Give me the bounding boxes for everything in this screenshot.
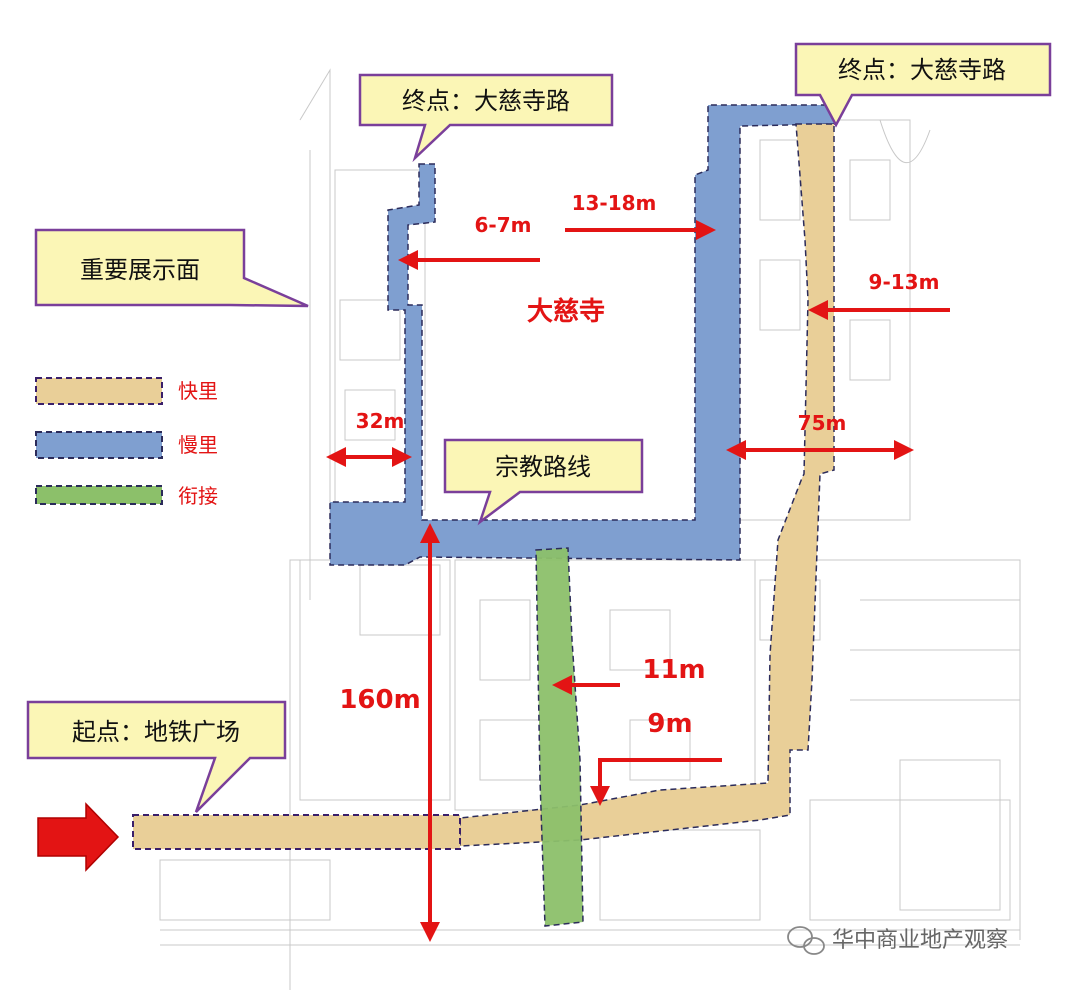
callout-important-face-text: 重要展示面 [80, 256, 200, 284]
callout-religious-route: 宗教路线 [443, 438, 644, 526]
dim-label-13-18m: 13-18m [572, 191, 657, 215]
watermark: 华中商业地产观察 [787, 926, 1008, 955]
dim-label-75m: 75m [798, 411, 847, 435]
callout-end-right: 终点：大慈寺路 [794, 42, 1052, 128]
fast-lane-start [132, 814, 461, 850]
callout-end-left-text: 终点：大慈寺路 [402, 87, 570, 115]
legend-label-link: 衔接 [178, 484, 218, 508]
arrow-9m [590, 758, 722, 806]
dim-label-32m: 32m [356, 409, 405, 433]
legend-swatch-slow [35, 431, 163, 459]
callout-start-text: 起点：地铁广场 [72, 718, 240, 746]
callout-religious-route-text: 宗教路线 [495, 453, 591, 481]
callout-end-right-text: 终点：大慈寺路 [838, 56, 1006, 84]
wechat-icon [787, 926, 825, 955]
legend-label-fast: 快里 [178, 379, 218, 403]
entry-arrow [37, 802, 120, 872]
dimension-arrows [326, 220, 950, 942]
legend-swatch-link [35, 485, 163, 505]
callout-important-face: 重要展示面 [34, 228, 309, 308]
dim-label-6-7m: 6-7m [475, 213, 532, 237]
dim-label-9-13m: 9-13m [869, 270, 940, 294]
watermark-text: 华中商业地产观察 [832, 928, 1008, 953]
link-lane [535, 547, 584, 927]
dim-label-9m: 9m [647, 709, 692, 739]
temple-label: 大慈寺 [527, 296, 605, 327]
legend-label-slow: 慢里 [178, 433, 218, 457]
legend: 快里 慢里 衔接 [35, 377, 218, 508]
dim-label-160m: 160m [339, 685, 420, 715]
legend-swatch-fast [35, 377, 163, 405]
slow-lane-path [329, 104, 836, 566]
callout-start: 起点：地铁广场 [26, 700, 287, 813]
dim-label-11m: 11m [642, 655, 705, 685]
callout-end-left: 终点：大慈寺路 [358, 73, 614, 163]
